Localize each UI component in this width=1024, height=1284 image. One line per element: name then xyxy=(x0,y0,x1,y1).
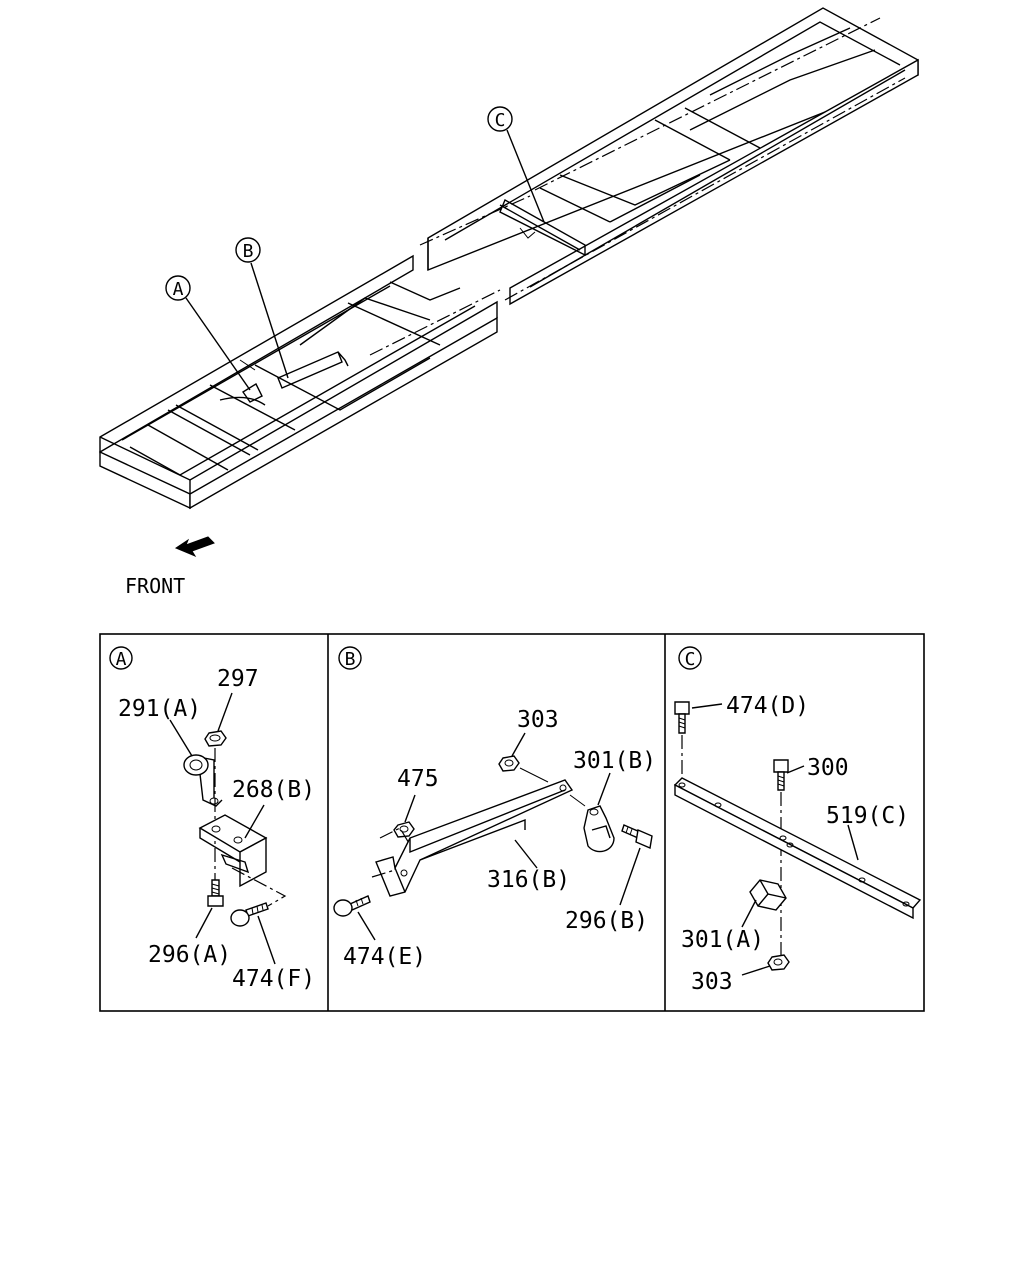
front-arrow-icon xyxy=(174,536,215,558)
nut-297[interactable] xyxy=(204,730,227,747)
leader-303-b xyxy=(511,732,526,757)
label-291a: 291(A) xyxy=(118,696,201,722)
callout-marker-b-text: B xyxy=(243,241,254,262)
clip-291a[interactable] xyxy=(183,754,223,807)
clip-301b[interactable] xyxy=(583,805,615,853)
leader-474f xyxy=(257,915,276,965)
detail-panel-c: C xyxy=(673,646,922,995)
frame-rear-section xyxy=(369,7,919,356)
leader-300 xyxy=(786,765,805,774)
bolt-296b[interactable] xyxy=(621,824,653,849)
clip-301a[interactable] xyxy=(749,879,787,911)
label-474d: 474(D) xyxy=(726,693,809,719)
leader-474d xyxy=(691,703,723,709)
leader-303-c xyxy=(741,965,771,976)
guide-303-b xyxy=(519,767,549,783)
label-519c: 519(C) xyxy=(826,803,909,829)
leader-519c xyxy=(847,824,859,861)
panel-b-marker-text: B xyxy=(345,649,356,670)
label-297: 297 xyxy=(217,666,259,692)
label-475: 475 xyxy=(397,766,439,792)
nut-475[interactable] xyxy=(393,821,415,838)
bolt-474d[interactable] xyxy=(674,701,690,734)
label-303-b: 303 xyxy=(517,707,559,733)
bracket-b-on-frame xyxy=(277,351,349,389)
label-296a: 296(A) xyxy=(148,942,231,968)
leader-301a xyxy=(741,899,757,928)
bracket-a-on-frame xyxy=(242,383,263,403)
callout-marker-a[interactable]: A xyxy=(165,275,191,301)
callout-marker-c[interactable]: C xyxy=(487,106,513,132)
front-direction-indicator: FRONT xyxy=(125,536,215,598)
leader-296b xyxy=(619,847,641,906)
leader-b xyxy=(250,262,289,379)
leader-474e xyxy=(357,911,376,941)
label-301b: 301(B) xyxy=(573,748,656,774)
label-474e: 474(E) xyxy=(343,944,426,970)
rail-519c[interactable] xyxy=(673,777,922,920)
panel-a-marker: A xyxy=(109,646,133,670)
panel-a-marker-text: A xyxy=(116,649,127,670)
bolt-300[interactable] xyxy=(773,759,789,791)
label-474f: 474(F) xyxy=(232,966,315,992)
bracket-316b[interactable] xyxy=(375,779,574,897)
front-label: FRONT xyxy=(125,574,185,598)
nut-303-b[interactable] xyxy=(498,755,520,772)
label-301a: 301(A) xyxy=(681,927,764,953)
leader-c xyxy=(506,129,545,223)
leader-a xyxy=(185,297,251,391)
leader-316b xyxy=(514,839,538,869)
panel-c-marker-text: C xyxy=(685,649,696,670)
callout-marker-a-text: A xyxy=(173,279,184,300)
guide-301b xyxy=(569,794,586,807)
detail-panels-frame xyxy=(99,633,925,1012)
leader-291a xyxy=(169,719,193,757)
bracket-268b[interactable] xyxy=(198,814,268,888)
label-268b: 268(B) xyxy=(232,777,315,803)
frame-front-section xyxy=(99,254,498,510)
leader-296a xyxy=(195,907,213,939)
detail-panel-b: B xyxy=(333,646,656,970)
leader-475 xyxy=(404,794,416,823)
label-296b: 296(B) xyxy=(565,908,648,934)
label-300: 300 xyxy=(807,755,849,781)
bolt-474f[interactable] xyxy=(230,902,269,927)
bolt-474e[interactable] xyxy=(333,895,371,917)
detail-panel-a: A xyxy=(109,646,315,992)
label-303-c: 303 xyxy=(691,969,733,995)
leader-297 xyxy=(217,692,233,732)
bolt-296a[interactable] xyxy=(207,879,224,907)
callout-marker-c-text: C xyxy=(495,110,506,131)
leader-301b xyxy=(597,772,611,806)
callout-marker-b[interactable]: B xyxy=(235,237,261,263)
panel-b-marker: B xyxy=(338,646,362,670)
chassis-frame-drawing: A B C xyxy=(99,7,919,510)
leader-268b xyxy=(244,804,265,839)
panel-c-marker: C xyxy=(678,646,702,670)
nut-303-c[interactable] xyxy=(767,954,790,971)
label-316b: 316(B) xyxy=(487,867,570,893)
